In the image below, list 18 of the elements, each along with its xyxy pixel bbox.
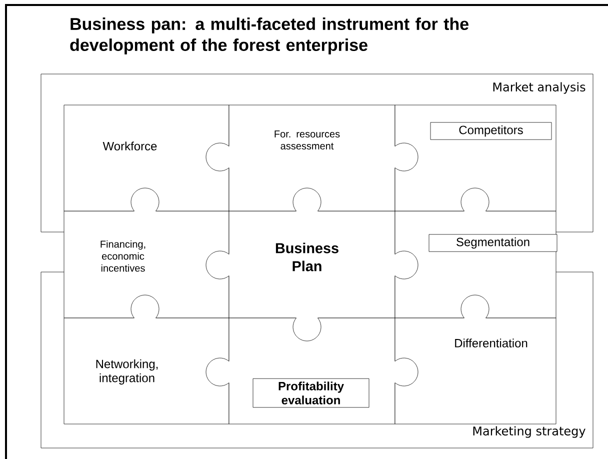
label-box: Competitors <box>430 122 552 140</box>
title: Business pan: a multi-faceted instrument for the development of the forest enterprise <box>70 18 468 54</box>
puzzle-piece <box>64 318 230 424</box>
puzzle-piece <box>394 318 556 424</box>
label-box: Segmentation <box>428 234 558 252</box>
piece-label: Financing, economic incentives <box>100 240 146 272</box>
piece-label: Networking, integration <box>96 359 158 385</box>
label-box: Profitability evaluation <box>252 378 370 408</box>
frame-heading: Marketing strategy <box>473 426 586 438</box>
piece-label: Workforce <box>102 142 157 150</box>
puzzle-piece <box>228 210 396 318</box>
puzzle-piece <box>64 104 230 212</box>
piece-label: For. resources assessment <box>274 130 340 150</box>
piece-label: Business Plan <box>276 242 338 272</box>
puzzle-piece <box>228 104 396 212</box>
piece-label: Differentiation <box>455 338 528 348</box>
puzzle-piece <box>64 210 230 318</box>
frame-heading: Market analysis <box>493 82 586 94</box>
